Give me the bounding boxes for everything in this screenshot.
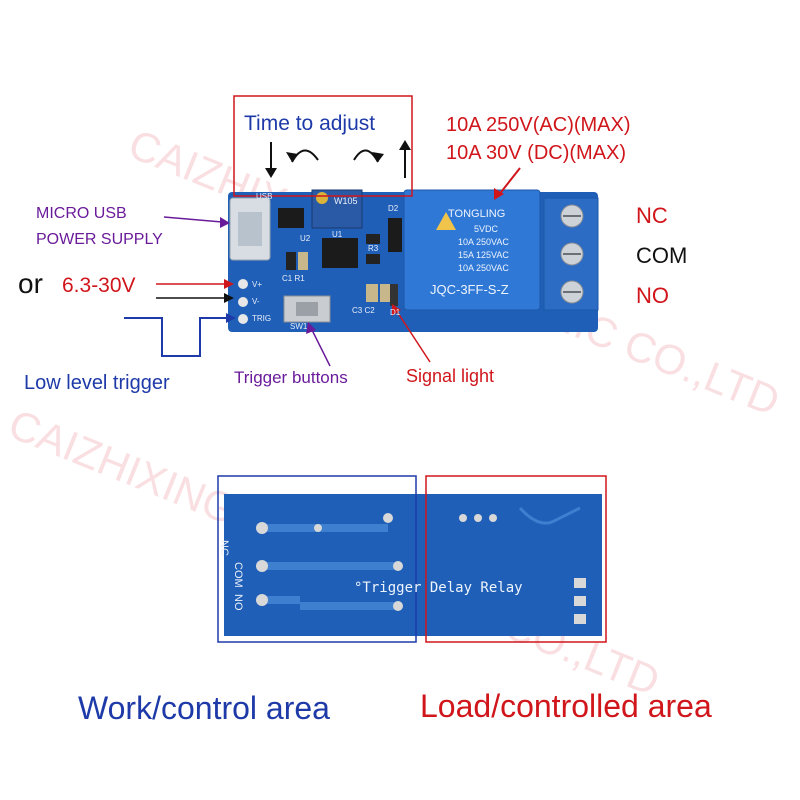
- micro-usb-label: MICRO USB: [36, 205, 127, 222]
- board-silk-usb: USB: [256, 192, 273, 201]
- no-label: NO: [636, 283, 669, 308]
- time-to-adjust-label: Time to adjust: [244, 112, 376, 135]
- board-silk-trig: TRIG: [252, 314, 272, 323]
- board-silk-u2: U2: [300, 234, 311, 243]
- board-silk-d2: D2: [388, 204, 399, 213]
- relay-line3: 15A 125VAC: [458, 250, 509, 260]
- bottom-silk-no: NO: [232, 594, 244, 611]
- board-silk-vplus: V+: [252, 280, 263, 289]
- relay-line2: 10A 250VAC: [458, 237, 509, 247]
- bottom-silk-com: COM: [232, 562, 244, 588]
- time-adjust-box: [233, 95, 413, 197]
- signal-light-label: Signal light: [406, 366, 495, 386]
- relay-brand: TONGLING: [448, 208, 506, 220]
- voltage-range-label: 6.3-30V: [62, 274, 136, 297]
- low-level-trigger-label: Low level trigger: [24, 372, 170, 394]
- relay-model: JQC-3FF-S-Z: [430, 282, 509, 297]
- rating-ac-label: 10A 250V(AC)(MAX): [446, 114, 631, 136]
- relay-line1: 5VDC: [474, 224, 499, 234]
- rating-dc-label: 10A 30V (DC)(MAX): [446, 142, 627, 164]
- board-silk-u1: U1: [332, 230, 343, 239]
- board-silk-c1r1: C1 R1: [282, 274, 305, 283]
- board-silk-pot: W105: [334, 196, 358, 206]
- power-supply-label: POWER SUPPLY: [36, 231, 163, 248]
- trigger-buttons-label: Trigger buttons: [234, 368, 348, 387]
- or-label: or: [18, 268, 43, 299]
- work-control-area-label: Work/control area: [78, 690, 330, 726]
- board-silk-sw1: SW1: [290, 322, 308, 331]
- board-silk-d1: D1: [390, 308, 401, 317]
- relay: [403, 189, 541, 311]
- com-label: COM: [636, 243, 688, 268]
- relay-line4: 10A 250VAC: [458, 263, 509, 273]
- bottom-silk-nc: NC: [218, 540, 230, 556]
- nc-label: NC: [636, 203, 668, 228]
- board-silk-vminus: V-: [252, 297, 260, 306]
- board-silk-c3c2: C3 C2: [352, 306, 375, 315]
- work-control-area-box: [217, 475, 417, 643]
- load-controlled-area-box: [425, 475, 607, 643]
- load-controlled-area-label: Load/controlled area: [420, 688, 712, 724]
- board-silk-r3: R3: [368, 244, 379, 253]
- bottom-silk-text: °Trigger Delay Relay: [354, 580, 523, 596]
